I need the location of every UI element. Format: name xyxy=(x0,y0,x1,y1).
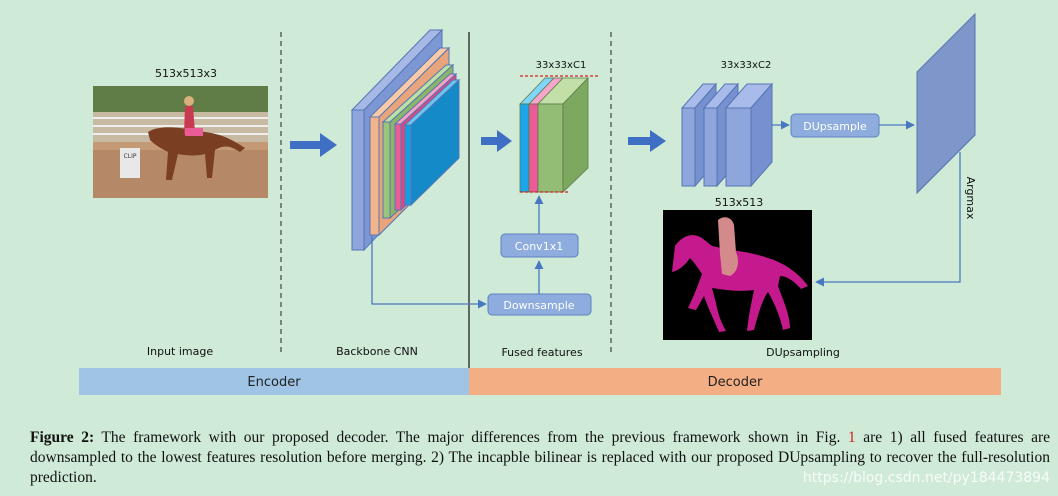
stage-fused-label: Fused features xyxy=(501,346,582,359)
output-plane xyxy=(916,12,976,195)
stage-input-label: Input image xyxy=(147,345,213,358)
arrow-to-fused xyxy=(481,130,512,152)
stage-backbone-label: Backbone CNN xyxy=(336,345,418,358)
backbone-cnn xyxy=(350,28,461,252)
dupsample-label: DUpsample xyxy=(803,120,867,133)
caption-lead: Figure 2: xyxy=(30,429,95,446)
watermark: https://blog.csdn.net/py184473894 xyxy=(802,470,1050,486)
fused-size-label: 33x33xC1 xyxy=(536,60,587,71)
caption-figure-ref[interactable]: 1 xyxy=(847,429,856,446)
argmax-to-output-arrow xyxy=(815,152,961,287)
backbone-to-downsample-arrow xyxy=(371,236,487,309)
input-size-label: 513x513x3 xyxy=(155,67,217,80)
input-image: CLIP xyxy=(93,86,268,198)
fused-feature-blocks xyxy=(519,77,589,193)
segmentation-output xyxy=(663,210,812,340)
decoder-label: Decoder xyxy=(708,375,763,390)
caption-text-2: are 1) all fused features are downsample… xyxy=(30,429,1051,486)
downsample-label: Downsample xyxy=(503,299,574,312)
argmax-label: Argmax xyxy=(964,177,977,220)
arrow-to-backbone xyxy=(290,133,337,157)
decoder-feature-blocks xyxy=(680,82,774,188)
figure-caption: Figure 2: The framework with our propose… xyxy=(30,428,1050,488)
decoder-bar xyxy=(469,368,1001,395)
encoder-label: Encoder xyxy=(247,375,301,390)
svg-text:CLIP: CLIP xyxy=(124,153,137,160)
conv1x1-label: Conv1x1 xyxy=(515,240,563,253)
stage-dupsampling-label: DUpsampling xyxy=(766,346,840,359)
arrow-to-decoder-blocks xyxy=(628,130,666,152)
output-size-label: 513x513 xyxy=(715,196,764,209)
caption-text-1: The framework with our proposed decoder.… xyxy=(94,429,848,446)
dup-size-label: 33x33xC2 xyxy=(721,60,772,71)
encoder-bar xyxy=(79,368,469,395)
